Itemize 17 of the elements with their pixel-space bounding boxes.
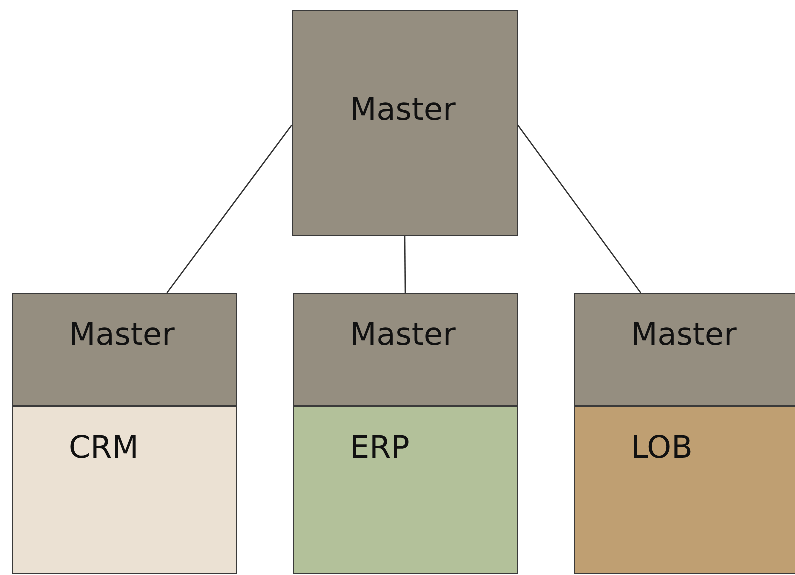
connector-line bbox=[404, 236, 406, 293]
master-band bbox=[293, 293, 518, 406]
box-label: Master bbox=[631, 320, 737, 351]
box-label: CRM bbox=[69, 433, 139, 464]
system-box bbox=[293, 406, 518, 574]
box-label: LOB bbox=[631, 433, 693, 464]
box-label: Master bbox=[350, 320, 456, 351]
connector-line bbox=[517, 124, 642, 294]
system-box bbox=[574, 406, 795, 574]
master-box bbox=[292, 10, 518, 236]
box-label: ERP bbox=[350, 433, 410, 464]
system-box bbox=[12, 406, 237, 574]
master-band bbox=[12, 293, 237, 406]
connector-line bbox=[166, 124, 293, 294]
box-label: Master bbox=[69, 320, 175, 351]
box-label: Master bbox=[350, 95, 456, 126]
master-band bbox=[574, 293, 795, 406]
